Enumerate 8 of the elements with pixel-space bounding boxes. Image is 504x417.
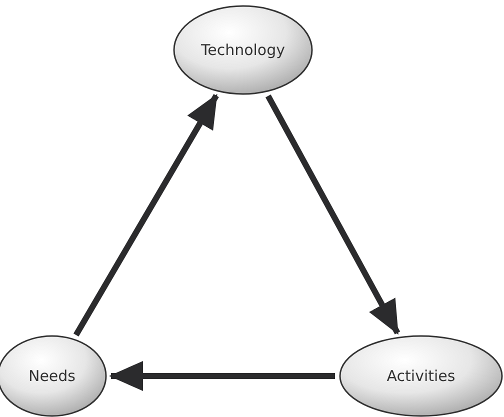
node-label: Needs (28, 366, 76, 387)
arrow (109, 361, 335, 391)
node-label: Technology (200, 40, 286, 61)
ellipse-node (173, 5, 313, 95)
arrow (265, 94, 400, 335)
ellipse-node (339, 335, 503, 417)
arrow (73, 94, 219, 336)
node-label: Activities (386, 366, 456, 387)
